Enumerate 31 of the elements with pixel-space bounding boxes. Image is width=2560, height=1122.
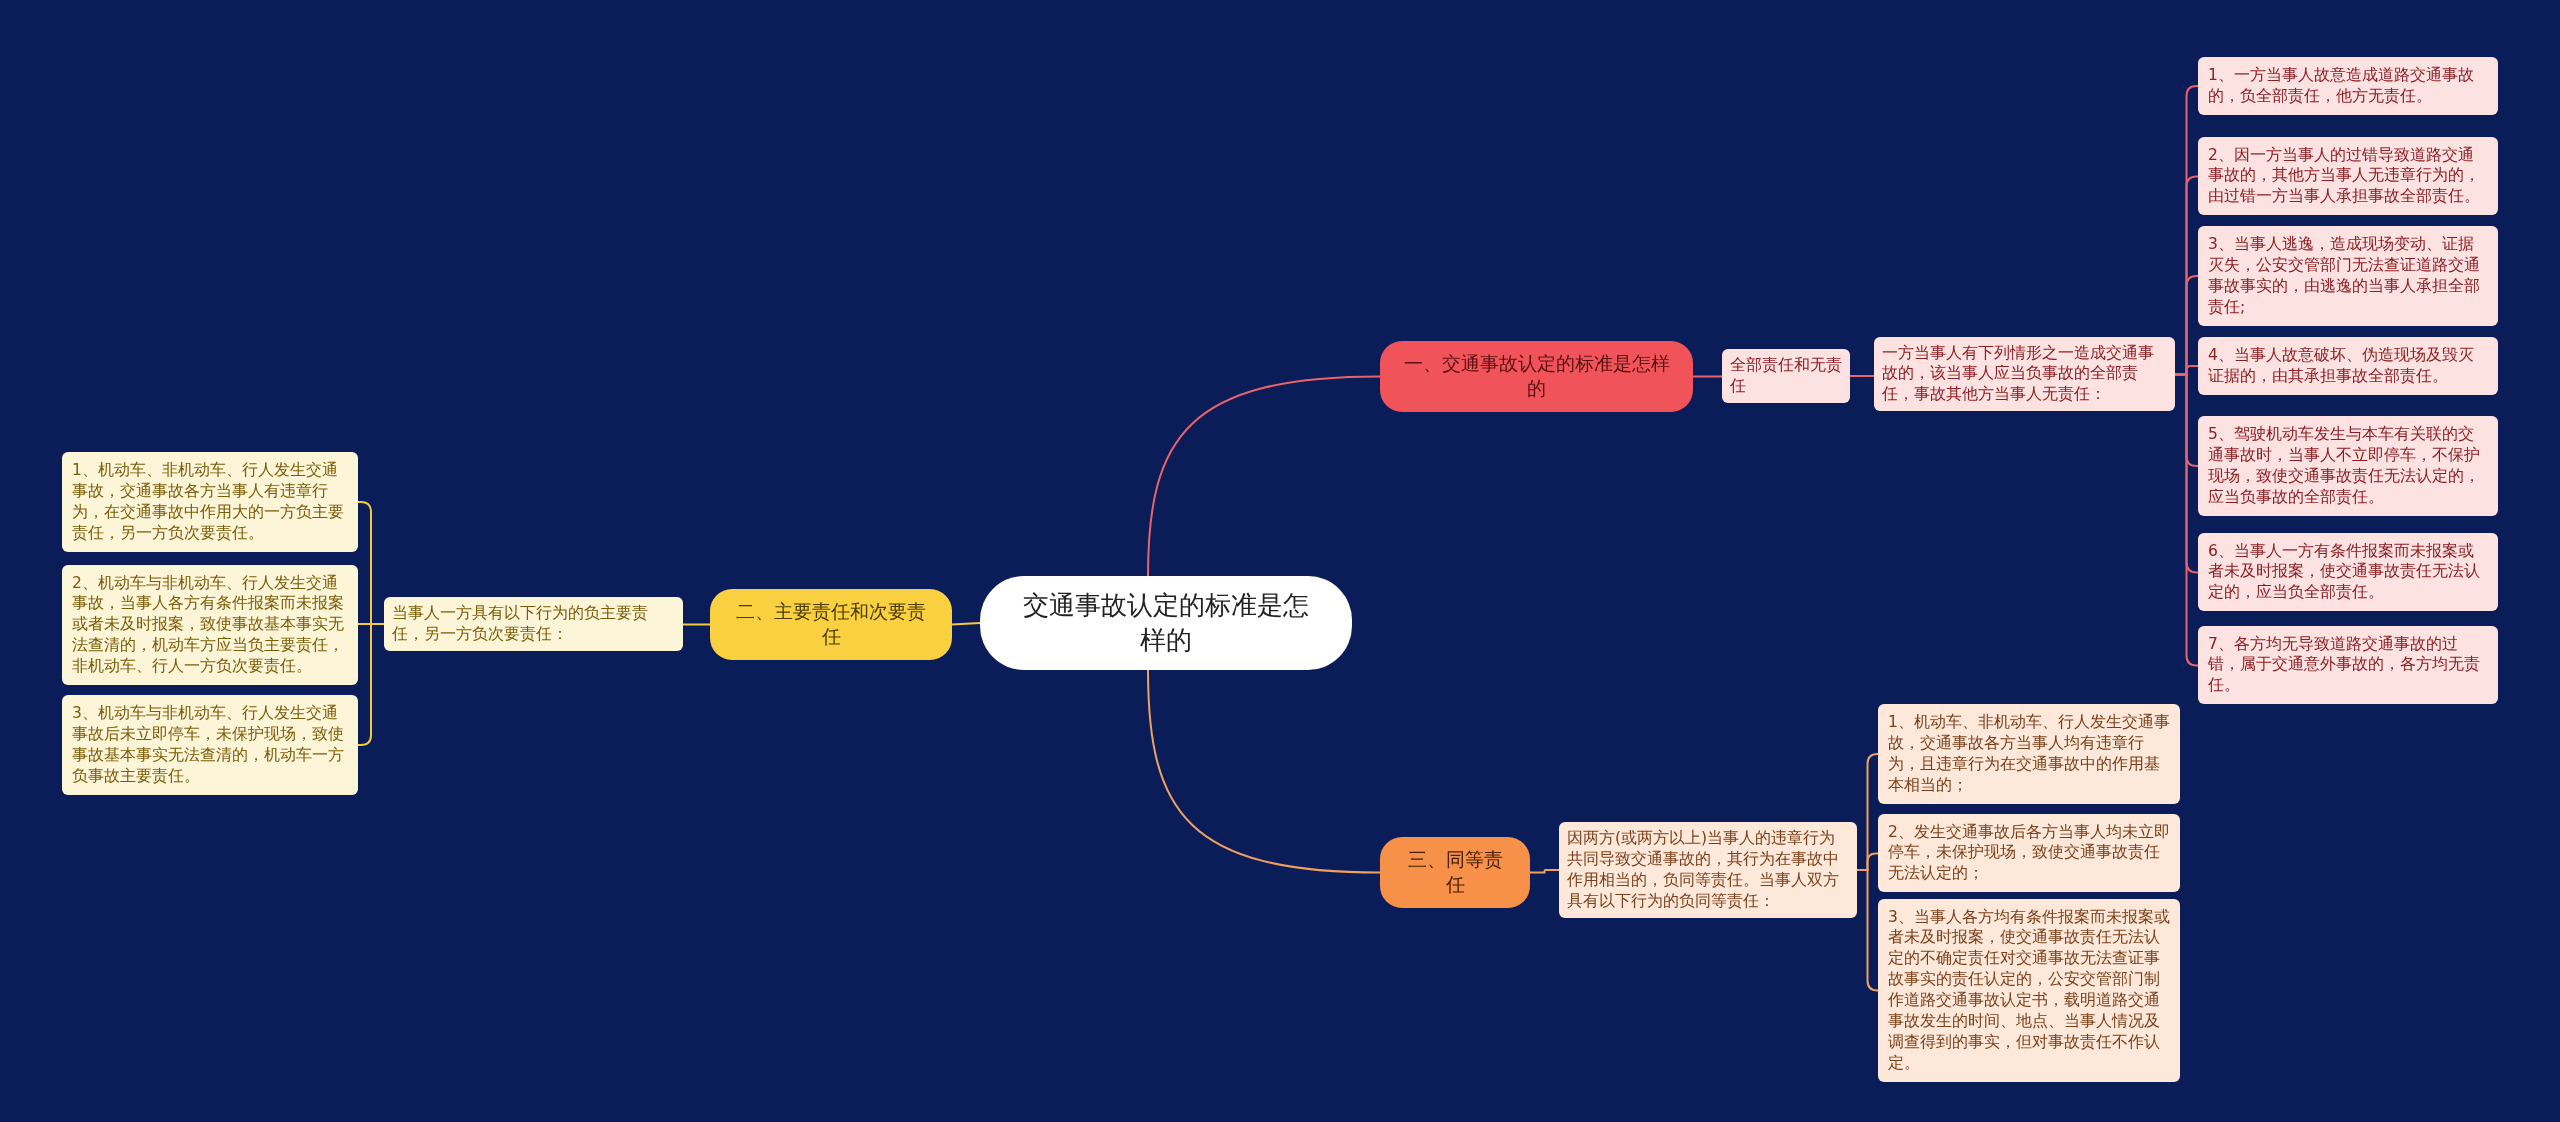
connector-line xyxy=(1529,869,1560,874)
connector-line xyxy=(2174,373,2199,667)
branch-topic: 三、同等责任 xyxy=(1380,836,1530,908)
detail-box: 3、当事人逃逸，造成现场变动、证据灭失，公安交管部门无法查证道路交通事故事实的，由逃逸的当事人承担全部责任; xyxy=(2198,226,2498,326)
connector-line xyxy=(682,623,711,626)
branch-topic: 二、主要责任和次要责任 xyxy=(710,588,952,660)
central-topic: 交通事故认定的标准是怎样的 xyxy=(980,576,1352,671)
detail-box: 6、当事人一方有条件报案而未报案或者未及时报案，使交通事故责任无法认定的，应当负全部责任。 xyxy=(2198,532,2498,612)
connector-line xyxy=(1147,375,1381,577)
detail-box: 2、机动车与非机动车、行人发生交通事故，当事人各方有条件报案而未报案或者未及时报案，致使事故基本事实无法查清的，机动车方应当负主要责任，非机动车、行人一方负次要责任。 xyxy=(62,564,358,686)
connector-line xyxy=(1692,375,1723,378)
detail-box: 1、机动车、非机动车、行人发生交通事故，交通事故各方当事人均有违章行为，且违章行为在交通事故中的作用基本相当的； xyxy=(1878,704,2180,804)
connector-line xyxy=(1856,869,1879,992)
subtopic-box: 一方当事人有下列情形之一造成交通事故的，该当事人应当负事故的全部责任，事故其他方当事人无责任： xyxy=(1874,336,2175,412)
detail-box: 2、因一方当事人的过错导致道路交通事故的，其他方当事人无违章行为的，由过错一方当事人承担事故全部责任。 xyxy=(2198,136,2498,216)
connector-line xyxy=(357,623,385,746)
detail-box: 3、机动车与非机动车、行人发生交通事故后未立即停车，未保护现场，致使事故基本事实无法查清的，机动车一方负事故主要责任。 xyxy=(62,695,358,795)
detail-box: 5、驾驶机动车发生与本车有关联的交通事故时，当事人不立即停车，不保护现场，致使交通事故责任无法认定的，应当负事故的全部责任。 xyxy=(2198,416,2498,516)
detail-box: 1、一方当事人故意造成道路交通事故的，负全部责任，他方无责任。 xyxy=(2198,57,2498,115)
subtopic-box: 因两方(或两方以上)当事人的违章行为共同导致交通事故的，其行为在事故中作用相当的，负同等责任。当事人双方具有以下行为的负同等责任： xyxy=(1559,822,1857,918)
detail-box: 3、当事人各方均有条件报案而未报案或者未及时报案，使交通事故责任无法认定的不确定责任对交通事故无法查证事故事实的责任认定的，公安交管部门制作道路交通事故认定书，载明道路交通事故发生的时间、地点、当事人情况及调查得到的事实，但对事故责任不作认定。 xyxy=(1878,898,2180,1082)
subtopic-box: 当事人一方具有以下行为的负主要责任，另一方负次要责任： xyxy=(384,597,683,651)
detail-box: 4、当事人故意破坏、伪造现场及毁灭证据的，由其承担事故全部责任。 xyxy=(2198,337,2498,395)
detail-box: 1、机动车、非机动车、行人发生交通事故，交通事故各方当事人有违章行为，在交通事故中作用大的一方负主要责任，另一方负次要责任。 xyxy=(62,452,358,552)
connector-line xyxy=(951,622,981,626)
detail-box: 7、各方均无导致道路交通事故的过错，属于交通意外事故的，各方均无责任。 xyxy=(2198,625,2498,705)
detail-box: 2、发生交通事故后各方当事人均未立即停车，未保护现场，致使交通事故责任无法认定的； xyxy=(1878,813,2180,893)
subtopic-box: 全部责任和无责任 xyxy=(1722,349,1850,403)
connector-line xyxy=(1849,375,1875,377)
connector-line xyxy=(1147,669,1381,874)
branch-topic: 一、交通事故认定的标准是怎样的 xyxy=(1380,340,1693,412)
